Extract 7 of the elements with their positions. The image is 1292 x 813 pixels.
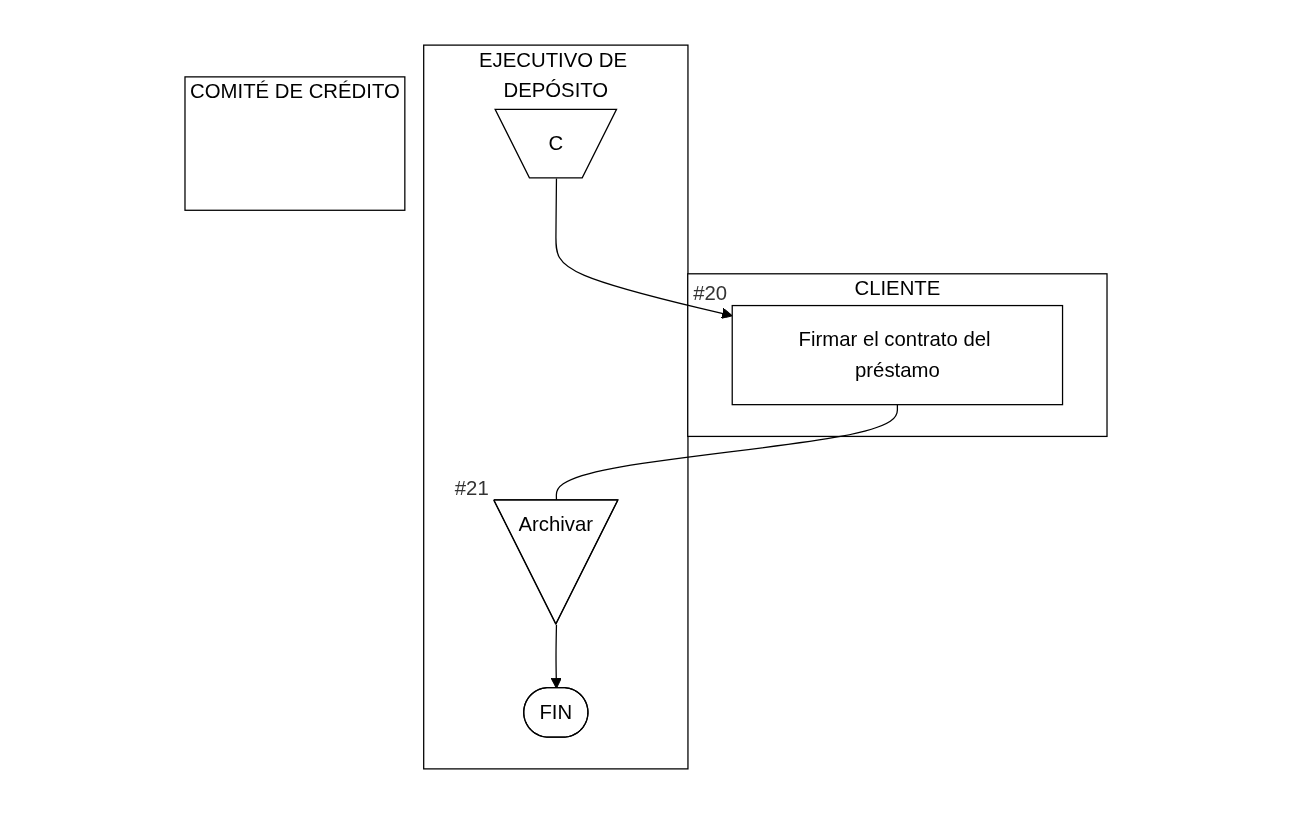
connector <box>555 403 898 501</box>
step-number: #20 <box>693 282 728 304</box>
arrow <box>550 623 562 689</box>
node-box: COMITÉ DE CRÉDITO <box>184 75 406 211</box>
step-number: #21 <box>454 476 489 499</box>
node-box: Firmar el contrato del préstamo <box>731 304 1064 405</box>
arrow <box>555 177 733 319</box>
